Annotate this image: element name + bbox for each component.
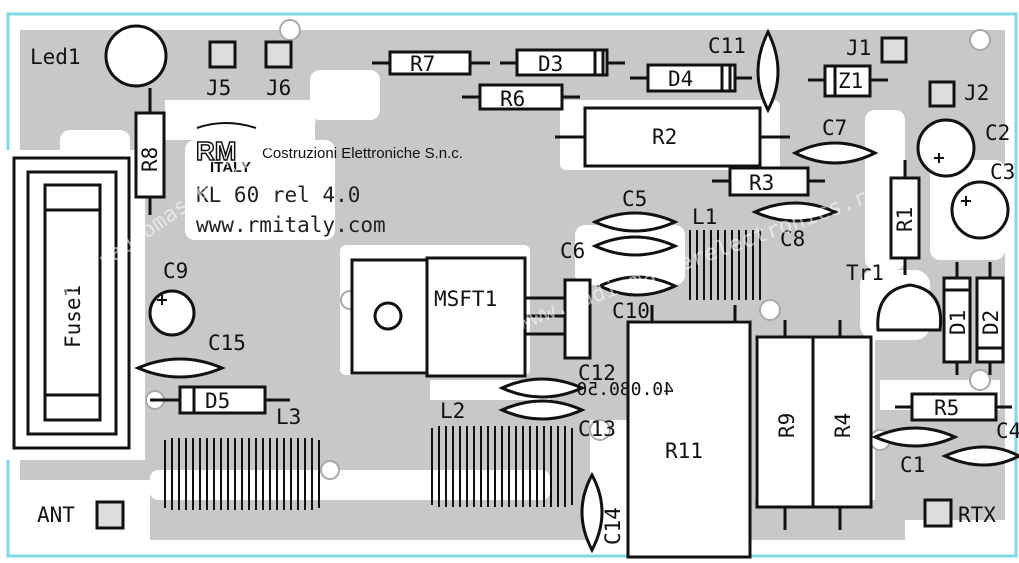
label-c11: C11 <box>708 34 746 58</box>
tr1-body <box>876 283 943 332</box>
label-c4: C4 <box>996 419 1019 443</box>
c13-body <box>498 399 586 421</box>
label-l2: L2 <box>440 399 465 423</box>
c12-body <box>498 377 586 399</box>
msft1-body <box>425 256 527 378</box>
label-c3: C3 <box>990 160 1015 184</box>
j6-pad <box>264 40 293 69</box>
label-led1: Led1 <box>30 45 81 69</box>
label-c5: C5 <box>622 187 647 211</box>
label-d2: D2 <box>979 310 1003 335</box>
label-r3: R3 <box>749 171 774 195</box>
label-l1: L1 <box>692 205 717 229</box>
label-r1: R1 <box>893 207 917 232</box>
label-msft1: MSFT1 <box>434 287 497 311</box>
brand-name: Costruzioni Elettroniche S.n.c. <box>262 145 463 162</box>
ant-pad <box>95 500 125 530</box>
r6-body <box>478 83 564 111</box>
j1-pad <box>880 36 908 64</box>
label-c2: C2 <box>985 121 1010 145</box>
brand-logo: RM ITALY <box>195 122 257 176</box>
msft1-tab <box>350 258 429 375</box>
c9-body <box>148 289 196 337</box>
label-r11: R11 <box>665 439 703 463</box>
c4-body <box>941 445 1019 467</box>
l2-coil <box>431 426 573 507</box>
label-j2: J2 <box>964 81 989 105</box>
label-r5: R5 <box>934 396 959 420</box>
label-c6: C6 <box>560 239 585 263</box>
led1-body <box>104 24 168 88</box>
l1-coil <box>689 230 761 300</box>
label-z1: Z1 <box>838 69 863 93</box>
label-c15: C15 <box>208 331 246 355</box>
label-c7: C7 <box>822 116 847 140</box>
r4-body <box>811 335 873 509</box>
c15-body <box>134 357 226 379</box>
label-j5: J5 <box>206 76 231 100</box>
label-r9: R9 <box>775 413 799 438</box>
r9-body <box>755 335 815 509</box>
label-c1: C1 <box>900 453 925 477</box>
label-c14: C14 <box>601 507 625 545</box>
c7-body <box>791 141 879 165</box>
mirrored-code: 40.080.50 <box>576 379 674 400</box>
board-website: www.rmitaly.com <box>196 213 386 237</box>
c5-body <box>591 211 679 233</box>
label-j6: J6 <box>266 76 291 100</box>
brand-logo-sub: ITALY <box>210 159 251 176</box>
c6-body <box>591 235 679 257</box>
r2-body <box>583 106 762 168</box>
r11-body <box>626 320 752 559</box>
label-c12: C12 <box>578 361 616 385</box>
r1-body <box>889 176 921 260</box>
r7-body <box>388 50 472 76</box>
label-c8: C8 <box>780 227 805 251</box>
label-d4: D4 <box>668 67 693 91</box>
label-r8: R8 <box>138 147 162 172</box>
c1-body <box>871 426 959 448</box>
c8-body <box>751 201 839 223</box>
label-c9: C9 <box>163 259 188 283</box>
r5-body <box>910 392 998 422</box>
board-model: KL 60 rel 4.0 <box>196 183 360 207</box>
label-r7: R7 <box>410 52 435 76</box>
c2-body <box>916 118 976 178</box>
d1-body <box>942 276 972 364</box>
label-rtx: RTX <box>958 503 996 527</box>
c10-body <box>596 275 679 297</box>
label-c13: C13 <box>578 417 616 441</box>
label-r4: R4 <box>831 413 855 438</box>
j5-pad <box>208 40 237 69</box>
label-r6: R6 <box>500 87 525 111</box>
brand-logo-mark: RM <box>196 136 236 166</box>
label-fuse1: Fuse1 <box>61 285 85 348</box>
label-d3: D3 <box>538 52 563 76</box>
r3-body <box>728 166 810 197</box>
d3-body <box>515 48 609 77</box>
l3-coil <box>164 438 320 510</box>
label-d5: D5 <box>205 389 230 413</box>
label-c10: C10 <box>612 299 650 323</box>
j2-pad <box>928 80 956 108</box>
rtx-pad <box>923 498 953 528</box>
label-r2: R2 <box>652 125 677 149</box>
label-l3: L3 <box>276 405 301 429</box>
label-j1: J1 <box>846 36 871 60</box>
c14-body <box>580 471 604 554</box>
fuse1-body <box>43 183 102 422</box>
z1-body <box>823 64 872 98</box>
label-d1: D1 <box>946 310 970 335</box>
c3-body <box>950 180 1010 240</box>
c11-body <box>756 28 780 114</box>
r8-body <box>134 111 166 199</box>
label-tr1: Tr1 <box>846 261 884 285</box>
label-ant: ANT <box>37 503 75 527</box>
